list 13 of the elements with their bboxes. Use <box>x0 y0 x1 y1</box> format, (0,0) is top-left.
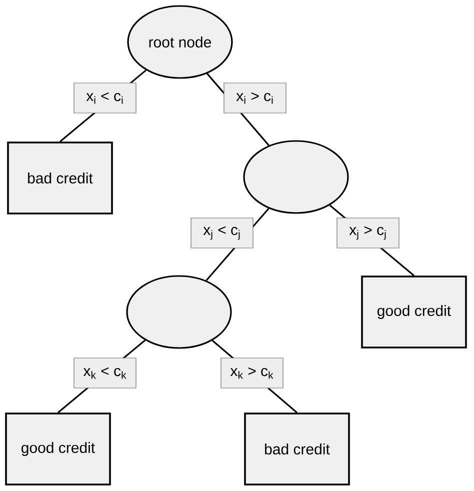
condition-label: x$_{k}$ > c$_{k}$ <box>220 358 284 388</box>
ellipse-node: root node <box>127 5 233 79</box>
condition-label: x$_{i}$ > c$_{i}$ <box>224 82 286 114</box>
ellipse-node <box>243 140 349 214</box>
leaf-box: bad credit <box>7 142 113 214</box>
leaf-box: good credit <box>361 276 467 348</box>
leaf-box: good credit <box>5 412 111 486</box>
condition-label: x$_{j}$ < c$_{j}$ <box>190 218 254 248</box>
condition-label: x$_{j}$ > c$_{j}$ <box>336 218 400 248</box>
ellipse-node <box>126 275 232 349</box>
condition-label: x$_{k}$ < c$_{k}$ <box>74 358 136 388</box>
condition-label: x$_{i}$ < c$_{i}$ <box>74 82 136 114</box>
leaf-box: bad credit <box>244 412 350 486</box>
